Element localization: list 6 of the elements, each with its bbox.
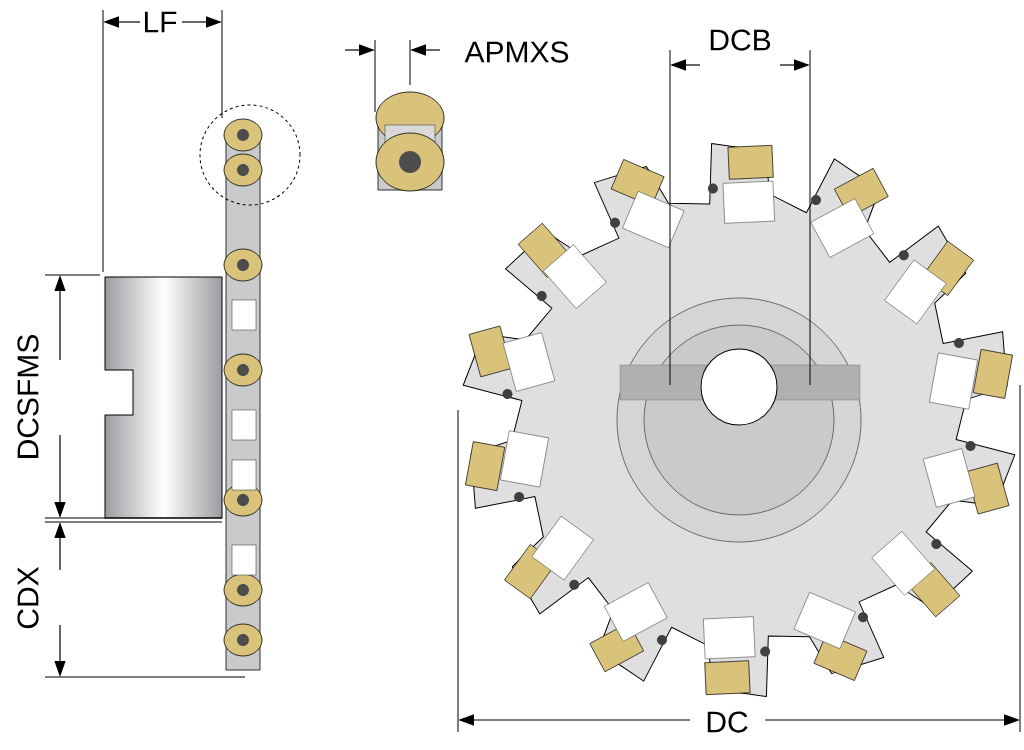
dimension-label: LF <box>141 10 179 34</box>
dimension-label: DC <box>704 710 750 734</box>
dimension-label: CDX <box>16 565 40 631</box>
dimension-label: DCSFMS <box>16 332 40 462</box>
dimension-label: APMXS <box>463 40 571 64</box>
dimension-label: DCB <box>707 28 773 52</box>
